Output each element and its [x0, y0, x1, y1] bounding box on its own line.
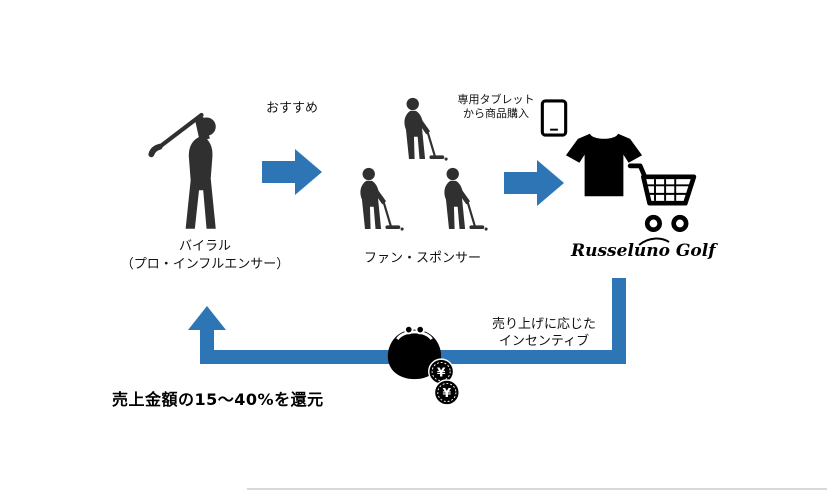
viral-label: バイラル （プロ・インフルエンサー） — [60, 238, 350, 274]
incentive-label: 売り上げに応じた インセンティブ — [492, 316, 596, 350]
yen-symbol: ¥ — [443, 386, 452, 400]
brand-logo: Russeluno Golf — [571, 241, 716, 261]
fans-label: ファン・スポンサー — [363, 251, 481, 266]
incentive-label-line1: 売り上げに応じた — [492, 317, 597, 332]
arrow-shaft — [262, 161, 296, 183]
yen-coin-icon: ¥ — [433, 379, 460, 406]
viral-label-line2: （プロ・インフルエンサー） — [120, 257, 290, 272]
arrow-head — [295, 149, 322, 195]
flow-arrow-right-1 — [262, 149, 322, 195]
tablet-note-line2: から商品購入 — [463, 107, 529, 120]
incentive-arrow-up-icon — [188, 306, 226, 330]
brand-logo-wrap: Russeluno Golf — [571, 237, 716, 261]
golfer-putt-icon — [434, 166, 490, 234]
arrow-head — [537, 160, 564, 206]
yen-symbol: ¥ — [437, 365, 446, 379]
golfer-putt-icon — [350, 166, 406, 234]
purse-icon: ¥ ¥ — [384, 318, 464, 406]
incentive-arrow-stem — [200, 330, 214, 354]
tshirt-icon — [563, 128, 645, 202]
brand-swoosh-icon — [637, 237, 671, 246]
viral-label-line1: バイラル — [178, 239, 231, 254]
flow-arrow-right-2 — [504, 160, 564, 206]
tablet-note: 専用タブレット から商品購入 — [452, 93, 540, 121]
golfer-putt-icon — [394, 96, 450, 164]
incentive-label-line2: インセンティブ — [498, 334, 590, 349]
incentive-path-vertical — [612, 278, 626, 364]
recommend-label: おすすめ — [265, 101, 318, 116]
cart-icon — [627, 158, 697, 236]
arrow-shaft — [504, 172, 538, 194]
golfer-swing-icon — [148, 104, 240, 238]
tablet-note-line1: 専用タブレット — [457, 93, 535, 106]
tablet-icon — [540, 98, 568, 138]
footer-divider — [247, 488, 827, 490]
return-note: 売上金額の15〜40%を還元 — [112, 390, 324, 409]
